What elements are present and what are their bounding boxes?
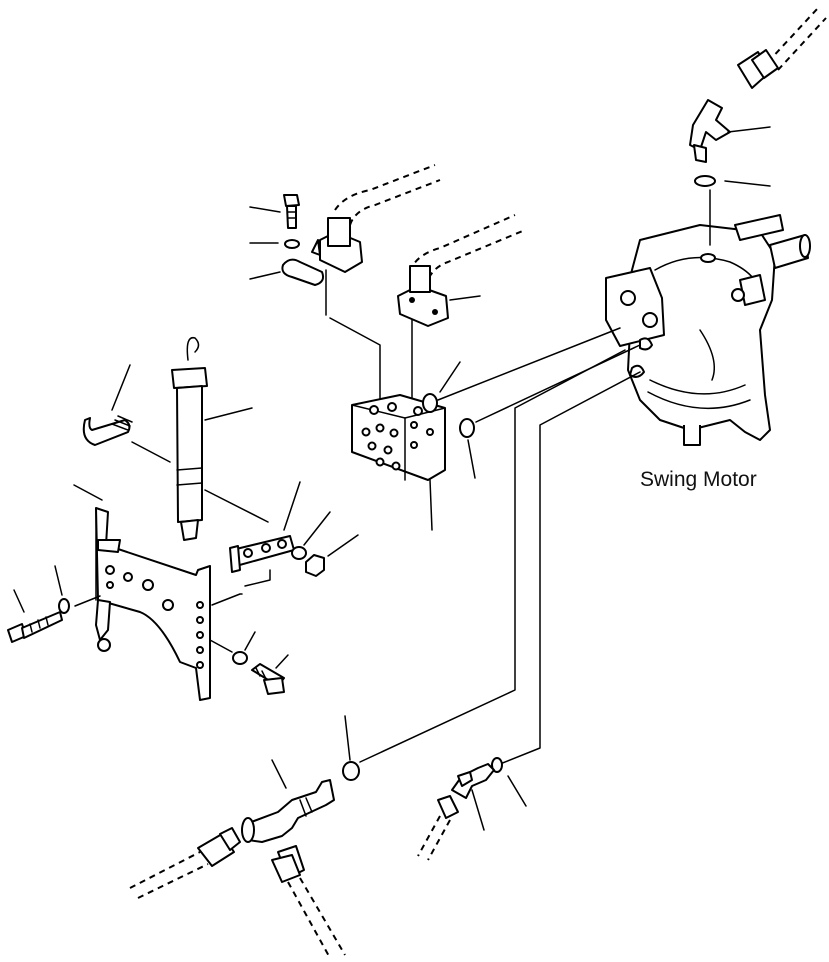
washer-bracket-left bbox=[54, 565, 70, 614]
o-ring-bottom-1 bbox=[342, 715, 360, 781]
o-ring-block-1 bbox=[422, 327, 621, 413]
leader-to-block-a bbox=[329, 317, 381, 403]
tube-upper-right bbox=[397, 214, 526, 327]
line-motor-to-tee bbox=[359, 349, 626, 763]
hose-top-right bbox=[737, 7, 827, 89]
mounting-bracket bbox=[73, 484, 243, 701]
u-bolt bbox=[82, 364, 171, 463]
bolt-bracket-right bbox=[251, 654, 289, 695]
hose-tee-down bbox=[271, 845, 346, 959]
tee-fitting bbox=[241, 759, 335, 843]
o-ring-block-2 bbox=[459, 344, 641, 479]
swing-motor-label: Swing Motor bbox=[640, 468, 757, 491]
washer-bracket-right bbox=[209, 631, 256, 665]
bolt-bracket-left bbox=[7, 589, 101, 643]
bolt-top bbox=[249, 194, 300, 229]
swing-motor bbox=[605, 214, 811, 446]
accumulator bbox=[171, 336, 269, 541]
clamp-plate bbox=[229, 481, 301, 587]
elbow-fitting-top bbox=[689, 99, 771, 163]
o-ring-top bbox=[694, 175, 771, 187]
line-motor-to-elbow bbox=[499, 371, 641, 765]
washer-clamp bbox=[291, 511, 331, 560]
manifold-block bbox=[351, 394, 446, 531]
hose-elbow-bottom bbox=[417, 795, 459, 861]
o-ring-bottom-2 bbox=[491, 757, 527, 807]
tube-upper-left bbox=[311, 164, 441, 273]
hose-tee-left bbox=[129, 827, 241, 899]
washer-top bbox=[249, 239, 300, 249]
split-flange-half bbox=[249, 258, 325, 286]
nut-clamp bbox=[305, 534, 359, 577]
svg-text:Swing Motor: Swing Motor bbox=[640, 468, 757, 491]
elbow-fitting-bottom bbox=[451, 763, 495, 831]
